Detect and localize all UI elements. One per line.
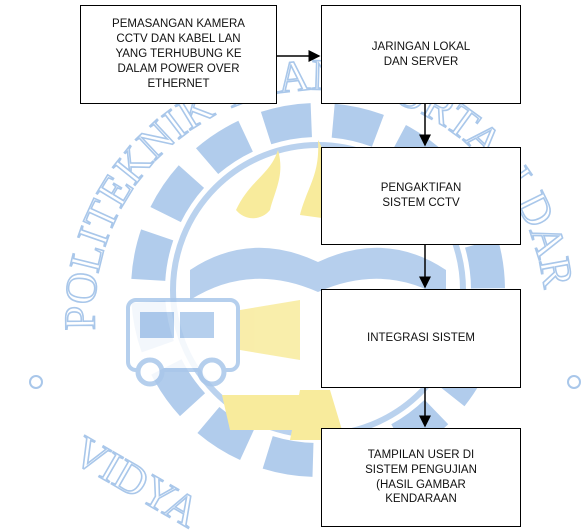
node-label: TAMPILAN USER DI SISTEM PENGUJIAN (HASIL…	[365, 448, 477, 506]
node-label: PENGAKTIFAN SISTEM CCTV	[380, 182, 462, 209]
watermark-flame	[236, 150, 281, 219]
watermark-road	[222, 395, 312, 430]
node-label: JARINGAN LOKAL DAN SERVER	[371, 40, 471, 68]
node-label: INTEGRASI SISTEM	[367, 332, 475, 345]
node-tampilan: TAMPILAN USER DI SISTEM PENGUJIAN (HASIL…	[321, 428, 521, 527]
watermark-book	[190, 247, 446, 300]
node-pengaktifan: PENGAKTIFAN SISTEM CCTV	[321, 147, 521, 245]
node-pemasangan: PEMASANGAN KAMERA CCTV DAN KABEL LAN YAN…	[80, 5, 277, 104]
watermark-road	[290, 390, 345, 440]
watermark-truck	[126, 298, 300, 387]
node-integrasi: INTEGRASI SISTEM	[321, 289, 521, 388]
watermark-dot	[567, 375, 581, 389]
node-label: PEMASANGAN KAMERA CCTV DAN KABEL LAN YAN…	[112, 18, 245, 90]
watermark-dot	[29, 375, 43, 389]
node-jaringan: JARINGAN LOKAL DAN SERVER	[321, 5, 521, 104]
